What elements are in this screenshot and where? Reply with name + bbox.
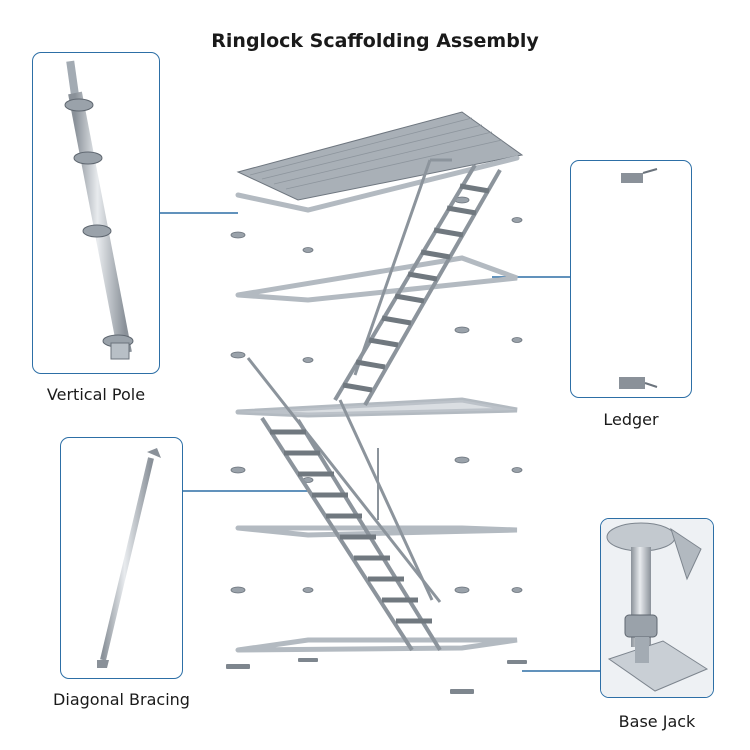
diagonal-bracing-card xyxy=(60,437,183,679)
base-jack-label: Base Jack xyxy=(618,712,696,731)
upper-stair xyxy=(333,158,502,406)
ledger-card xyxy=(570,160,692,398)
base-plate-front-right xyxy=(450,689,474,694)
base-plate-rear-left xyxy=(298,658,318,662)
lower-stair xyxy=(246,357,442,652)
diagonal-bracing-image xyxy=(97,448,161,668)
base-plate-rear-right xyxy=(507,660,527,664)
diagram-title: Ringlock Scaffolding Assembly xyxy=(211,30,539,52)
vertical-pole-image xyxy=(64,60,134,360)
vertical-pole-card xyxy=(32,52,160,374)
ledger-label: Ledger xyxy=(603,410,659,429)
vertical-pole-label: Vertical Pole xyxy=(46,385,146,404)
ledger-image xyxy=(619,168,658,389)
diagonal-bracing-label: Diagonal Bracing xyxy=(53,690,190,709)
top-platform-deck xyxy=(236,111,524,201)
base-plate-front-left xyxy=(226,664,250,669)
base-jack-image xyxy=(601,519,713,697)
base-jack-card xyxy=(600,518,714,698)
